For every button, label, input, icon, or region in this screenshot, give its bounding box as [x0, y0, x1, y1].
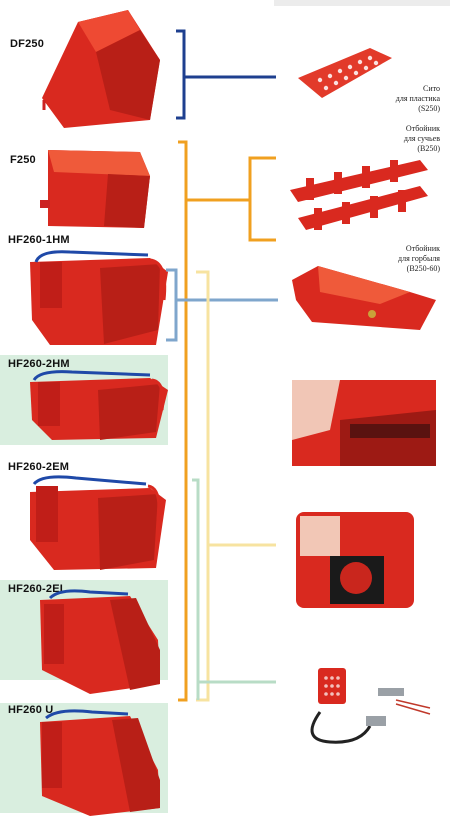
sieve-purpose: для пластика [395, 94, 440, 103]
connector-light-blue [166, 268, 278, 342]
machine-hf260-2hm [30, 370, 168, 440]
part-sieve-s250 [298, 48, 392, 98]
machine-hf260-2em [30, 475, 166, 570]
slab-deflector-purpose: для горбыля [398, 254, 440, 263]
part-slab-deflector-b250-60 [292, 266, 436, 330]
connector-orange [178, 140, 276, 702]
part-label-sieve: Сито для пластика (S250) [360, 84, 440, 114]
branch-deflector-name: Отбойник [405, 124, 440, 133]
model-label-hf260-u: HF260 U [8, 704, 54, 716]
machine-df250 [42, 10, 160, 128]
machine-hf260-2el [40, 589, 160, 694]
part-electric-control [310, 668, 431, 744]
model-label-df250: DF250 [10, 38, 45, 50]
branch-deflector-purpose: для сучьев [403, 134, 440, 143]
model-label-hf260-2em: HF260-2EM [8, 461, 70, 473]
model-label-f250: F250 [10, 154, 36, 166]
slab-deflector-code: (B250-60) [406, 264, 440, 273]
model-label-hf260-2hm: HF260-2HM [8, 358, 70, 370]
slab-deflector-name: Отбойник [405, 244, 440, 253]
connector-dark-blue [176, 29, 276, 120]
part-label-slab-deflector: Отбойник для горбыля (B250-60) [360, 244, 440, 274]
connector-pale-green [192, 478, 276, 700]
part-branch-deflector-b250 [290, 160, 428, 230]
model-label-hf260-2el: HF260-2EL [8, 583, 67, 595]
part-photo-mounted-deflector [292, 380, 436, 466]
model-label-hf260-1hm: HF260-1HM [8, 234, 70, 246]
machine-hf260-u [40, 709, 160, 816]
machine-f250 [40, 150, 150, 228]
part-photo-motor-unit [296, 512, 414, 608]
sieve-name: Сито [422, 84, 440, 93]
top-strip [274, 0, 450, 6]
branch-deflector-code: (B250) [417, 144, 440, 153]
part-label-branch-deflector: Отбойник для сучьев (B250) [360, 124, 440, 154]
connector-pale-yellow [196, 270, 276, 702]
machine-hf260-1hm [30, 250, 168, 345]
sieve-code: (S250) [418, 104, 440, 113]
